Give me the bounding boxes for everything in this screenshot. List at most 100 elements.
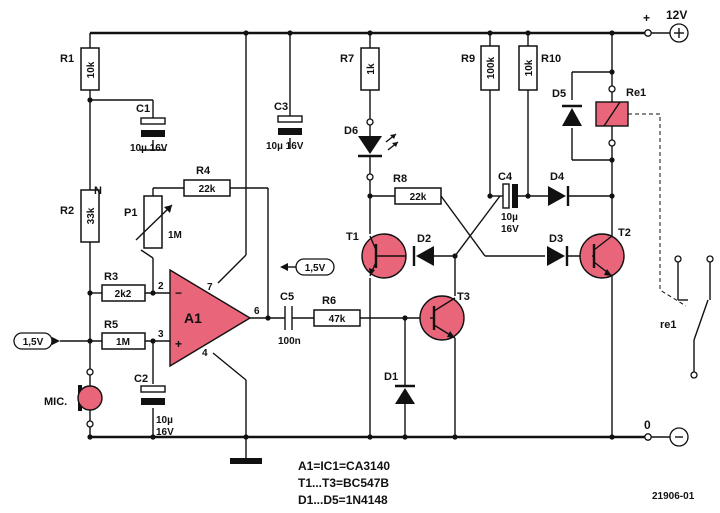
r9-value: 100k <box>486 56 497 79</box>
t3-label: T3 <box>457 291 470 303</box>
p1-label: P1 <box>124 207 137 219</box>
capacitor-c2 <box>140 385 166 405</box>
c1-value: 10µ 16V <box>130 143 168 154</box>
r5-value: 1M <box>116 337 130 348</box>
re1-contact-label: re1 <box>660 319 677 331</box>
opamp-feedback-wires <box>140 33 285 458</box>
c1-label: C1 <box>136 103 150 115</box>
c5-label: C5 <box>280 291 294 303</box>
r8-label: R8 <box>393 173 407 185</box>
bias-output-label: 1,5V <box>305 263 326 274</box>
c2-voltage: 16V <box>156 427 174 438</box>
c4-label: C4 <box>498 171 513 183</box>
ground-label: 0 <box>644 418 651 432</box>
supply-plus-sign: + <box>643 11 650 25</box>
diode-d5 <box>562 104 582 126</box>
r8-value: 22k <box>410 192 427 203</box>
led-d6 <box>358 118 399 181</box>
resistor-r7: 1k <box>360 47 380 91</box>
bias-input-label: 1,5V <box>23 337 44 348</box>
d2-label: D2 <box>417 233 431 245</box>
r6-value: 47k <box>329 314 346 325</box>
resistor-r8: 22k <box>394 187 442 205</box>
c4-value: 10µ <box>501 212 518 223</box>
opamp-pin-6: 6 <box>254 306 260 317</box>
d6-label: D6 <box>344 125 358 137</box>
c3-label: C3 <box>274 101 288 113</box>
r7-value: 1k <box>366 63 377 75</box>
p1-value: 1M <box>168 230 182 241</box>
c4-voltage: 16V <box>501 224 519 235</box>
diode-d4 <box>548 186 612 206</box>
d5-label: D5 <box>552 88 566 100</box>
relay-wires <box>571 33 613 236</box>
transistor-t3 <box>419 295 465 437</box>
r10-value: 10k <box>524 59 535 76</box>
ground-rail <box>90 427 689 447</box>
t2-label: T2 <box>618 227 631 239</box>
capacitor-c1 <box>140 117 166 137</box>
resistor-r2: 33k <box>80 189 100 243</box>
bias-input-tag: 1,5V <box>13 332 60 350</box>
opamp-plus: + <box>175 337 182 351</box>
diode-d2 <box>412 246 455 266</box>
r7-label: R7 <box>340 53 354 65</box>
re1-label: Re1 <box>626 87 646 99</box>
resistor-r6: 47k <box>313 309 361 327</box>
note-ic: A1=IC1=CA3140 <box>298 459 390 473</box>
microphone <box>77 368 103 428</box>
r1-value: 10k <box>86 61 97 78</box>
r3-value: 2k2 <box>115 289 132 300</box>
r5-label: R5 <box>104 319 118 331</box>
r10-label: R10 <box>541 53 561 65</box>
t1-label: T1 <box>346 231 359 243</box>
ground-bar-symbol <box>230 458 262 464</box>
r1-label: R1 <box>60 53 74 65</box>
opamp-a1: A1 − + <box>169 268 252 368</box>
c5-value: 100n <box>278 336 301 347</box>
r4-value: 22k <box>199 184 216 195</box>
opamp-minus: − <box>175 286 182 300</box>
note-transistors: T1...T3=BC547B <box>298 476 389 490</box>
transistor-t1 <box>361 233 407 279</box>
r6-label: R6 <box>322 295 336 307</box>
transistor-t2 <box>579 233 625 437</box>
c2-label: C2 <box>134 373 148 385</box>
resistor-r4: 22k <box>183 179 231 197</box>
figure-number: 21906-01 <box>652 491 695 502</box>
potentiometer-p1 <box>135 195 173 249</box>
relay-contact-re1 <box>674 255 714 379</box>
d1-label: D1 <box>384 371 398 383</box>
r2-value: 33k <box>86 207 97 224</box>
r9-label: R9 <box>461 53 475 65</box>
opamp-pin-2: 2 <box>158 281 164 292</box>
note-diodes: D1...D5=1N4148 <box>298 493 388 507</box>
c3-value: 10µ 16V <box>266 141 304 152</box>
d4-label: D4 <box>550 171 565 183</box>
node-n-mark: N <box>94 185 102 197</box>
opamp-pin-3: 3 <box>158 329 164 340</box>
diode-d1 <box>395 318 415 437</box>
resistor-r1: 10k <box>80 47 100 91</box>
bias-output-tag: 1,5V <box>280 258 335 276</box>
r3-label: R3 <box>104 271 118 283</box>
mic-label: MIC. <box>44 396 67 408</box>
opamp-pin-4: 4 <box>202 348 208 359</box>
opamp-pin-7: 7 <box>207 282 213 293</box>
relay-coil-re1 <box>595 85 629 147</box>
supply-voltage-label: 12V <box>666 8 687 22</box>
resistor-r5: 1M <box>101 332 146 350</box>
a1-label: A1 <box>184 310 202 326</box>
capacitor-c3 <box>277 115 303 135</box>
r4-label: R4 <box>196 165 211 177</box>
resistor-r3: 2k2 <box>101 284 146 302</box>
left-column-wires <box>60 33 170 437</box>
resistor-r10: 10k <box>518 45 538 91</box>
capacitor-c4 <box>502 183 518 209</box>
capacitor-c5 <box>284 306 293 330</box>
c2-value: 10µ <box>156 415 173 426</box>
supply-rail <box>90 23 689 43</box>
d3-label: D3 <box>549 233 563 245</box>
resistor-r9: 100k <box>480 45 500 91</box>
